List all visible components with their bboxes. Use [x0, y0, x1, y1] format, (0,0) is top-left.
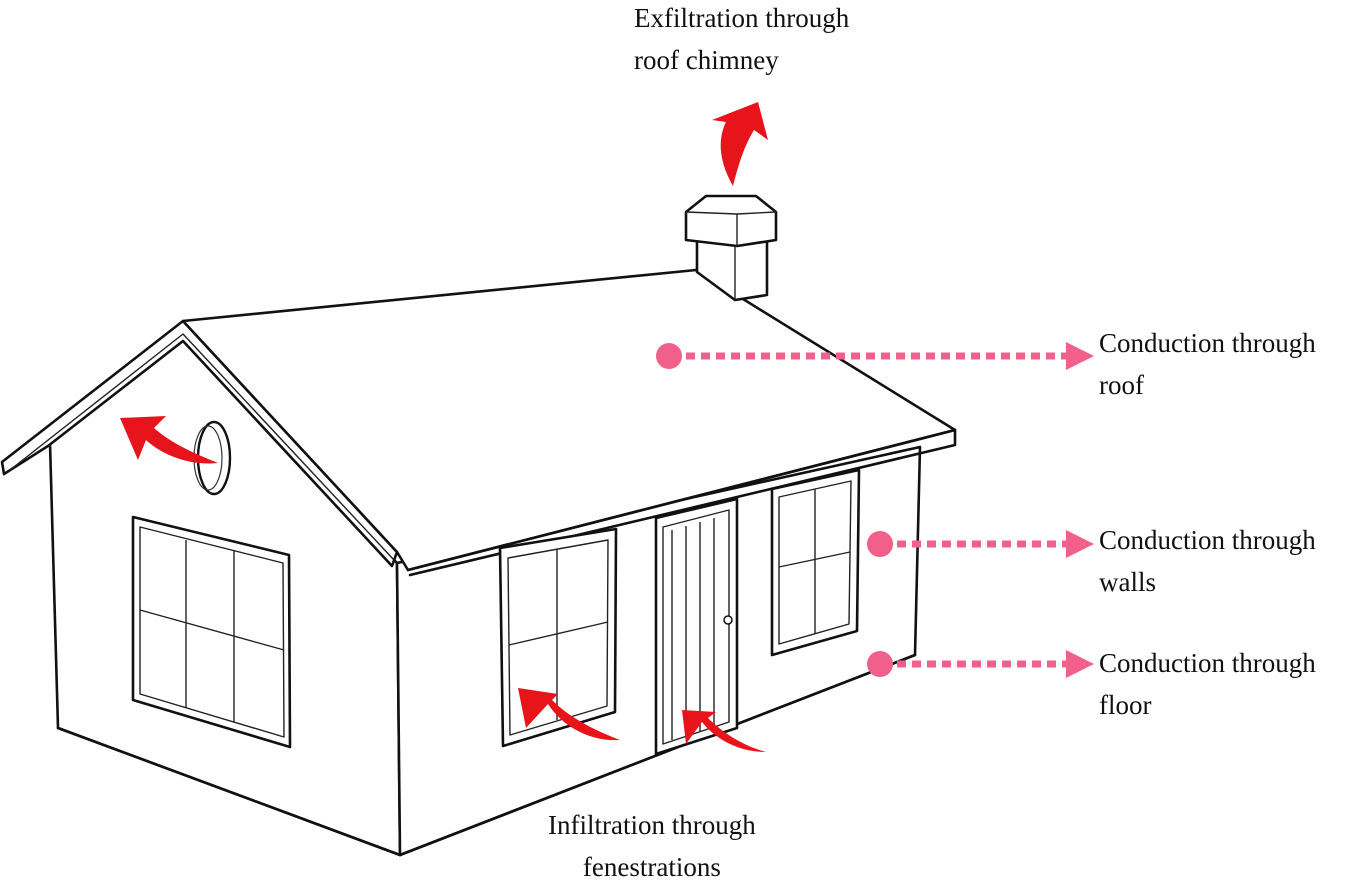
gable-window — [131, 515, 292, 749]
roof-conduction-arrow — [656, 342, 1094, 370]
label-chimney-line1: Exfiltration through — [634, 3, 850, 33]
door — [654, 497, 739, 756]
label-walls-conduction: Conduction through walls — [1099, 519, 1316, 603]
label-floor-line2: floor — [1099, 690, 1152, 720]
round-vent — [193, 420, 232, 496]
walls-conduction-arrow — [867, 530, 1094, 558]
airflow-arrows — [120, 102, 768, 752]
door-infiltration-arrow — [682, 710, 766, 752]
label-fenestration-infiltration: Infiltration through fenestrations — [548, 804, 756, 888]
floor-conduction-arrow — [867, 650, 1094, 678]
label-walls-line2: walls — [1099, 567, 1156, 597]
label-walls-line1: Conduction through — [1099, 525, 1316, 555]
label-roof-line1: Conduction through — [1099, 328, 1316, 358]
chimney — [684, 194, 778, 302]
label-fenestrations-line2: fenestrations — [582, 852, 721, 882]
label-floor-conduction: Conduction through floor — [1099, 642, 1316, 726]
label-roof-line2: roof — [1099, 370, 1144, 400]
front-window-right — [770, 468, 861, 657]
label-floor-line1: Conduction through — [1099, 648, 1316, 678]
vent-exfiltration-arrow — [120, 416, 218, 464]
window-infiltration-arrow — [518, 688, 620, 741]
label-chimney-exfiltration: Exfiltration through roof chimney — [634, 0, 849, 81]
label-fenestrations-line1: Infiltration through — [548, 810, 756, 840]
roof — [181, 268, 957, 577]
label-roof-conduction: Conduction through roof — [1099, 322, 1316, 406]
label-chimney-line2: roof chimney — [634, 45, 779, 75]
chimney-exfiltration-arrow — [712, 102, 768, 186]
conduction-arrows — [656, 342, 1094, 678]
